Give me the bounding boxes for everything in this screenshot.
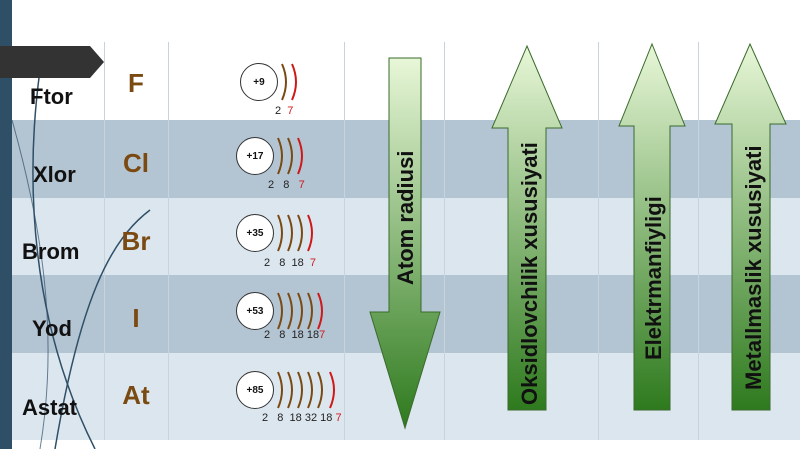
shell-count: 8 [277, 412, 284, 424]
electron-config: 2 8 18 7 [264, 257, 316, 269]
grid-line [104, 42, 105, 440]
shell-count: 7 [309, 257, 317, 269]
nucleus: +85 [236, 371, 274, 409]
shell-count: 18 [291, 329, 304, 341]
electron-config: 2 8 18 187 [264, 329, 325, 341]
oxidizing-arrow: Oksidlovchilik xususiyati [491, 44, 563, 411]
element-name: Xlor [33, 162, 76, 187]
shell-count: 2 [264, 257, 271, 269]
electron-shells [277, 371, 335, 409]
shell-count: 32 [304, 412, 318, 424]
nucleus: +9 [240, 63, 278, 101]
element-symbol: F [128, 68, 144, 98]
nucleus: +17 [236, 137, 274, 175]
shell-count: 18 [320, 412, 333, 424]
element-name: Brom [22, 239, 80, 264]
arrow-label: Atom radiusi [393, 151, 418, 285]
shell-count: 2 [264, 329, 271, 341]
element-name: Astat [22, 395, 78, 420]
grid-line [444, 42, 445, 440]
element-symbol: At [122, 380, 150, 410]
grid-line [598, 42, 599, 440]
shell-count: 8 [279, 329, 286, 341]
shell-count: 7 [319, 329, 326, 341]
element-name: Ftor [30, 84, 73, 109]
shell-count: 18 [291, 257, 304, 269]
element-symbol: Br [121, 226, 151, 256]
shell-count: 2 [275, 105, 282, 117]
electron-shells [277, 214, 313, 252]
grid-line [168, 42, 169, 440]
sidebar-bar [0, 0, 12, 449]
arrow-label: Elektrmanfiyligi [641, 196, 666, 360]
electron-config: 2 8 7 [268, 179, 305, 191]
element-symbol: I [132, 303, 140, 333]
electron-config: 2 7 [275, 105, 293, 117]
electron-config: 2 8 18 32 18 7 [262, 412, 342, 424]
electronegativity-arrow: Elektrmanfiyligi [618, 42, 686, 411]
shell-count: 7 [335, 412, 342, 424]
electron-shells [281, 63, 297, 101]
grid-line [344, 42, 345, 440]
nucleus: +53 [236, 292, 274, 330]
arrow-label: Oksidlovchilik xususiyati [517, 142, 542, 405]
grid-line [698, 42, 699, 440]
shell-count: 7 [298, 179, 305, 191]
arrow-label: Metallmaslik xususiyati [741, 145, 766, 390]
shell-count: 18 [306, 329, 320, 341]
element-symbol: Cl [123, 148, 149, 178]
nonmetallic-arrow: Metallmaslik xususiyati [714, 42, 787, 411]
pointer-tab [0, 46, 104, 78]
shell-count: 2 [262, 412, 269, 424]
element-name: Yod [32, 316, 72, 341]
nucleus: +35 [236, 214, 274, 252]
shell-count: 2 [268, 179, 275, 191]
atom-radius-arrow: Atom radiusi [369, 57, 441, 430]
electron-shells [277, 137, 303, 175]
electron-shells [277, 292, 323, 330]
shell-count: 8 [279, 257, 286, 269]
shell-count: 18 [289, 412, 302, 424]
shell-count: 8 [283, 179, 290, 191]
shell-count: 7 [287, 105, 294, 117]
